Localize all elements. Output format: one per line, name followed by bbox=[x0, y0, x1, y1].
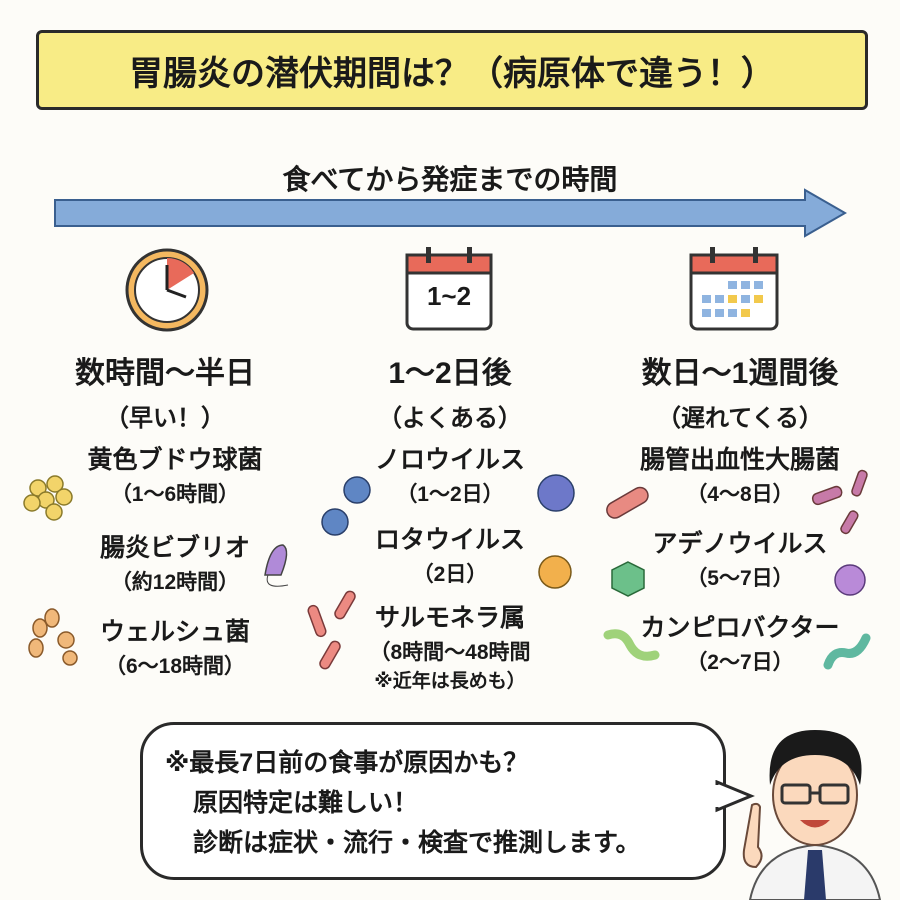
list-item: ロタウイルス （2日） bbox=[300, 520, 600, 588]
bubble-line: 診断は症状・流行・検査で推測します。 bbox=[193, 829, 641, 857]
pathogen-name: ウェルシュ菌 bbox=[99, 618, 250, 646]
bubble-line: 原因特定は難しい！ bbox=[193, 789, 419, 817]
pathogen-duration: （2日） bbox=[412, 563, 488, 586]
pathogen-duration: （4〜8日） bbox=[686, 483, 794, 506]
calendar-icon: 1~2 bbox=[404, 245, 494, 333]
pathogen-duration: （1〜6時間） bbox=[110, 483, 240, 506]
bubble-line: ※最長7日前の食事が原因かも？ bbox=[165, 749, 529, 777]
column-heading: 数時間〜半日 bbox=[75, 357, 255, 390]
column-heading: 数日〜1週間後 bbox=[641, 357, 839, 390]
pathogen-name: サルモネラ属 bbox=[374, 604, 525, 632]
list-item: アデノウイルス （5〜7日） bbox=[590, 524, 890, 592]
pathogen-duration: （約12時間） bbox=[110, 571, 240, 594]
list-item: 腸炎ビブリオ （約12時間） bbox=[25, 528, 325, 596]
doctor-avatar bbox=[742, 730, 882, 900]
pathogen-name: カンピロバクター bbox=[640, 614, 840, 642]
list-item: ウェルシュ菌 （6〜18時間） bbox=[25, 612, 325, 680]
list-item: ノロウイルス （1〜2日） bbox=[300, 440, 600, 508]
column-days: 1〜2日後 （よくある） bbox=[300, 348, 600, 433]
pathogen-duration: （1〜2日） bbox=[396, 483, 504, 506]
calendar-grid-icon bbox=[689, 247, 779, 331]
pathogen-name: 腸炎ビブリオ bbox=[99, 534, 250, 562]
column-subheading: （よくある） bbox=[378, 405, 522, 432]
column-week: 数日〜1週間後 （遅れてくる） bbox=[590, 348, 890, 433]
pathogen-list-week: 腸管出血性大腸菌 （4〜8日） アデノウイルス （5〜7日） カンピロバクター （2〜… bbox=[590, 440, 890, 680]
timeline-label: 食べてから発症までの時間 bbox=[282, 164, 618, 195]
page-title: 胃腸炎の潜伏期間は？（病原体で違う！） bbox=[129, 54, 775, 93]
pathogen-name: 黄色ブドウ球菌 bbox=[87, 446, 263, 474]
column-heading: 1〜2日後 bbox=[388, 357, 512, 390]
pathogen-list-days: ノロウイルス （1〜2日） ロタウイルス （2日） サルモネラ属 （8時間〜48時間 ※… bbox=[300, 440, 600, 700]
speech-bubble: ※最長7日前の食事が原因かも？ 原因特定は難しい！ 診断は症状・流行・検査で推測… bbox=[140, 722, 726, 880]
column-subheading: （遅れてくる） bbox=[656, 405, 824, 432]
pathogen-name: アデノウイルス bbox=[652, 530, 828, 558]
column-hours: 数時間〜半日 （早い！） bbox=[15, 348, 315, 433]
pathogen-name: 腸管出血性大腸菌 bbox=[639, 446, 840, 474]
bubble-tail bbox=[715, 780, 755, 813]
timeline-arrow bbox=[54, 188, 848, 238]
list-item: サルモネラ属 （8時間〜48時間 ※近年は長めも） bbox=[300, 598, 600, 693]
pathogen-duration: （2〜7日） bbox=[686, 651, 794, 674]
list-item: 腸管出血性大腸菌 （4〜8日） bbox=[590, 440, 890, 508]
pathogen-note: ※近年は長めも） bbox=[374, 671, 526, 692]
title-banner: 胃腸炎の潜伏期間は？（病原体で違う！） bbox=[36, 30, 868, 110]
pathogen-duration: （8時間〜48時間 bbox=[369, 641, 531, 664]
pathogen-list-hours: 黄色ブドウ球菌 （1〜6時間） 腸炎ビブリオ （約12時間） ウェルシュ菌 （6〜18… bbox=[25, 440, 325, 680]
calendar-text: 1~2 bbox=[426, 281, 472, 311]
list-item: 黄色ブドウ球菌 （1〜6時間） bbox=[25, 440, 325, 508]
list-item: カンピロバクター （2〜7日） bbox=[590, 608, 890, 676]
column-subheading: （早い！） bbox=[105, 405, 225, 432]
clock-icon bbox=[125, 248, 209, 332]
pathogen-duration: （6〜18時間） bbox=[104, 655, 246, 678]
pathogen-name: ロタウイルス bbox=[374, 526, 525, 554]
pathogen-duration: （5〜7日） bbox=[686, 567, 794, 590]
pathogen-name: ノロウイルス bbox=[374, 446, 525, 474]
